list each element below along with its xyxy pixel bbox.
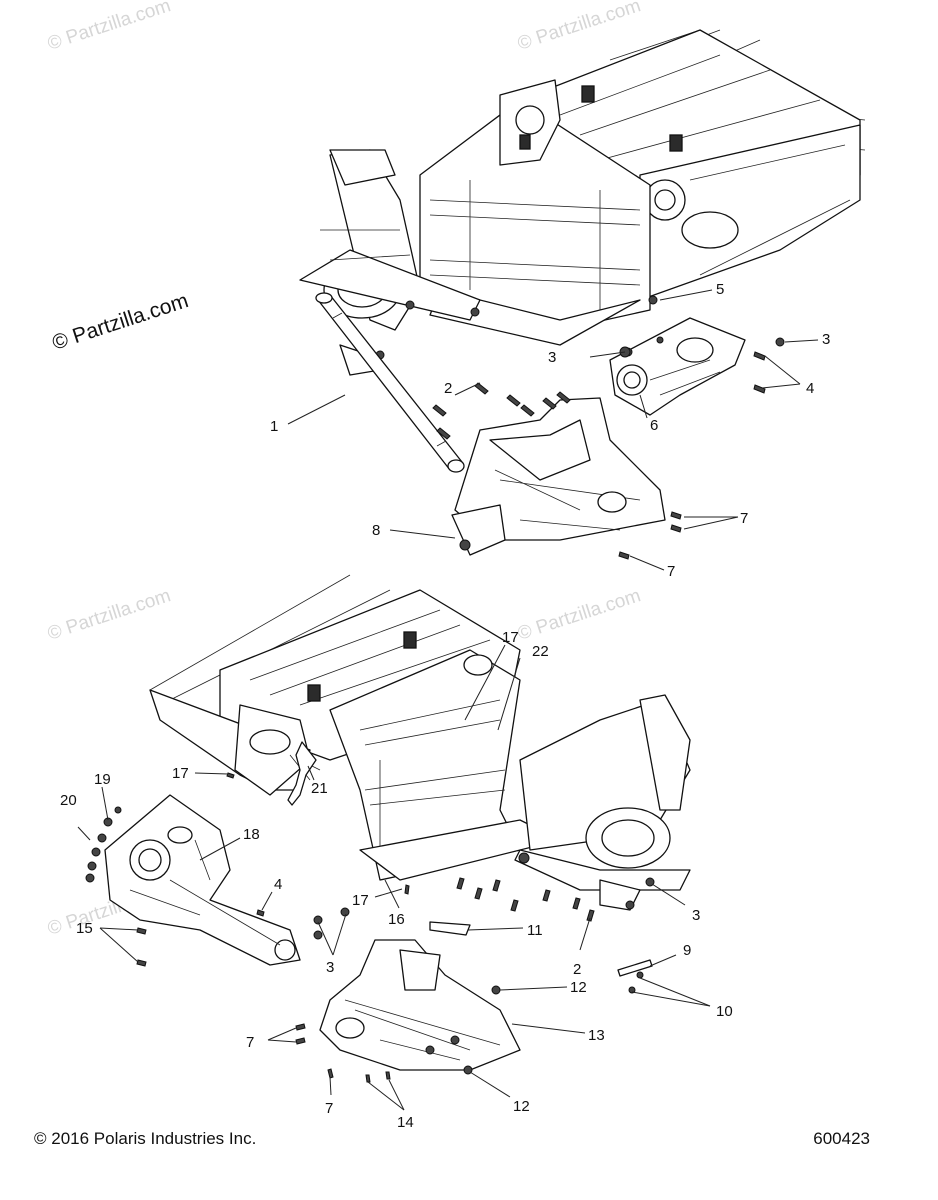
watermark-faint-1: © Partzilla.com [45,0,173,55]
callout-17-top: 17 [502,629,519,646]
watermark-faint-4: © Partzilla.com [515,585,643,645]
callout-7-lower-bottom: 7 [325,1100,333,1117]
callout-1: 1 [270,418,278,435]
small-bracket-11 [429,921,471,936]
lower-hardware [136,772,655,1083]
lower-bracket-assembly-upper [451,397,666,556]
callout-11: 11 [527,922,543,939]
mounting-bracket-right [609,317,746,416]
diagram-number: 600423 [813,1129,870,1148]
cross-shaft [315,292,465,473]
lower-bracket-assembly-lower [319,939,521,1071]
callout-7-upper-bottom: 7 [667,563,675,580]
callout-16: 16 [388,911,405,928]
callout-19: 19 [94,771,111,788]
callout-5: 5 [716,281,724,298]
callout-21: 21 [311,780,328,797]
callout-2-lower: 2 [573,961,581,978]
callout-7-lower-left: 7 [246,1034,254,1051]
callout-7-upper-right: 7 [740,510,748,527]
callout-22: 22 [532,643,549,660]
copyright-notice: © 2016 Polaris Industries Inc. [34,1129,257,1148]
callout-4-upper: 4 [806,380,814,397]
cable-strap [287,741,317,806]
upper-hardware [432,295,785,560]
callout-2-upper: 2 [444,380,452,397]
callout-13: 13 [588,1027,605,1044]
callout-18: 18 [243,826,260,843]
callout-9: 9 [683,942,691,959]
callout-8: 8 [372,522,380,539]
callout-15: 15 [76,920,93,937]
small-bracket-9 [617,959,653,977]
watermark-faint-2: © Partzilla.com [515,0,643,55]
callout-3-lower-right: 3 [692,907,700,924]
callout-4-lower: 4 [274,876,282,893]
callout-12-upper: 12 [570,979,587,996]
left-bracket-plate [85,794,301,966]
leader-lines [77,289,819,1111]
callout-14: 14 [397,1114,414,1131]
callout-3-upper-left: 3 [548,349,556,366]
watermark-main: © Partzilla.com [49,289,191,355]
callout-20: 20 [60,792,77,809]
callout-3-lower-left: 3 [326,959,334,976]
watermark-faint-3: © Partzilla.com [45,585,173,645]
callout-17-center: 17 [352,892,369,909]
callout-labels: 1 2 3 3 4 5 6 7 7 8 17 22 17 21 19 20 18… [60,281,830,1131]
upper-chassis-illustration [299,29,866,376]
callout-12-lower: 12 [513,1098,530,1115]
callout-3-upper-right: 3 [822,331,830,348]
lower-chassis-illustration [149,574,691,911]
callout-10: 10 [716,1003,733,1020]
callout-17-left: 17 [172,765,189,782]
callout-6: 6 [650,417,658,434]
